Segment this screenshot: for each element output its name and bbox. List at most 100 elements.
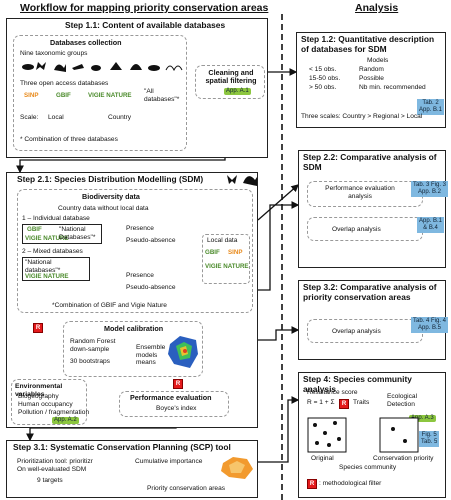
well-evaluated-sdm-label: On well-evaluated SDM [17, 466, 87, 473]
sdm-map-icon [168, 336, 198, 368]
species-community-label: Species community [339, 464, 397, 471]
priority-community-icon [379, 417, 419, 453]
performance-evaluation-title: Performance evaluation [130, 393, 212, 402]
environmental-variables-box: Environmental variables Biogeography Hum… [11, 379, 90, 425]
step12-title: Step 1.2: Quantitative description of da… [301, 34, 435, 54]
individual-db-label: 1 – Individual database [22, 215, 90, 222]
random-forest-label: Random Forest [70, 338, 116, 345]
step4-app-badge: App. A.3 [409, 415, 436, 422]
filter-marker-1: R [33, 323, 43, 333]
sinp-logo: SINP [24, 92, 39, 99]
gbif-logo: GBIF [56, 92, 71, 99]
priority-map-icon [221, 457, 253, 479]
step12-box: Step 1.2: Quantitative description of da… [296, 32, 446, 128]
legend-label: : methodological filter [319, 480, 382, 487]
country-data-label: Country data without local data [58, 205, 149, 212]
vigie-nature-logo: VIGIE NATURE [88, 92, 132, 99]
biodiversity-box: Biodiversity data Country data without l… [17, 189, 253, 313]
biodiversity-title: Biodiversity data [82, 192, 140, 201]
combination-note: *Combination of GBIF and Vigie Nature [52, 302, 167, 309]
cumulative-importance-label: Cumulative importance [135, 458, 203, 465]
env-pollution: Pollution / fragmentation [18, 409, 90, 416]
presence-label-1: Presence [126, 225, 154, 232]
databases-collection-box: Databases collection Nine taxonomic grou… [13, 35, 187, 151]
databases-collection-title: Databases collection [50, 38, 122, 47]
obs-row1-count: < 15 obs. [309, 66, 337, 73]
step4-title: Step 4: Species community analysis [303, 374, 412, 394]
perf-eval-analysis-label: Performance evaluation analysis [325, 185, 395, 200]
legend-filter-marker: R [307, 479, 317, 489]
three-scales-label: Three scales: Country > Regional > Local [301, 113, 423, 120]
original-label: Original [311, 455, 334, 462]
environmental-variables-title: Environmental variables [15, 383, 63, 398]
overlap-analysis-label-1: Overlap analysis [332, 226, 381, 233]
bootstraps-label: 30 bootstraps [70, 358, 110, 365]
grasshopper-icon [72, 64, 84, 70]
obs-row1-model: Random [359, 66, 384, 73]
taxonomic-groups-label: Nine taxonomic groups [20, 50, 88, 57]
resistance-formula: R = 1 + Σ [307, 399, 335, 406]
resistance-score-label: Resistance score [307, 389, 358, 396]
env-biogeography: Biogeography [18, 393, 59, 400]
cleaning-app-badge: App. A.1 [224, 88, 251, 95]
taxonomic-icons [22, 62, 183, 72]
sinp-logo-2: SINP [228, 249, 243, 256]
down-sample-label: down-sample [70, 346, 110, 353]
frog-icon [91, 65, 101, 71]
step4-box: Step 4: Species community analysis Resis… [298, 372, 446, 498]
butterfly-icon [36, 62, 46, 70]
fish-icon [22, 64, 34, 70]
vigie-nature-logo-4: VIGIE NATURE [205, 263, 249, 270]
bird-icon [54, 64, 66, 72]
bat-icon [130, 64, 142, 70]
national-databases-label-1: "National Databases"* [59, 226, 96, 241]
step32-box: Step 3.2: Comparative analysis of priori… [298, 280, 449, 360]
ensemble-label: Ensemble models means [136, 344, 166, 367]
step31-box: Step 3.1: Systematic Conservation Planni… [6, 440, 258, 498]
step12-tab-badge: Tab. 2 App. B.1 [417, 99, 445, 115]
env-human-occupancy: Human occupancy [18, 401, 73, 408]
overlap-analysis-box-2: Overlap analysis [307, 319, 423, 343]
cleaning-label: Cleaning and spatial filtering [205, 68, 257, 85]
detection-label: Detection [387, 401, 415, 408]
pseudo-absence-label-1: Pseudo-absence [126, 237, 176, 244]
dragonfly-icon [110, 62, 122, 70]
step21-title: Step 2.1: Species Distribution Modelling… [17, 174, 204, 184]
local-data-box: Local data GBIF SINP VIGIE NATURE [202, 234, 250, 284]
snake-icon [165, 65, 183, 72]
butterfly-bird-icon [227, 175, 257, 186]
vigie-nature-logo-3: VIGIE NATURE [25, 273, 69, 280]
obs-row2-count: 15-50 obs. [309, 75, 341, 82]
performance-evaluation-box: Performance evaluation Boyce's index [119, 391, 229, 417]
overlap-analysis-label-2: Overlap analysis [332, 328, 381, 335]
gbif-logo-2: GBIF [27, 226, 42, 233]
mixed-db-box: "National databases"* VIGIE NATURE [22, 257, 90, 281]
analysis-header: Analysis [355, 2, 399, 14]
presence-label-2: Presence [126, 272, 154, 279]
pseudo-absence-label-2: Pseudo-absence [126, 284, 176, 291]
footnote-combination: * Combination of three databases [20, 136, 118, 143]
mammal-icon [148, 65, 160, 71]
local-data-label: Local data [207, 237, 238, 244]
step21-box: Step 2.1: Species Distribution Modelling… [6, 172, 258, 428]
perf-eval-analysis-box: Performance evaluation analysis [307, 181, 423, 207]
step11-title: Step 1.1: Content of available databases [65, 20, 226, 30]
step31-title: Step 3.1: Systematic Conservation Planni… [13, 442, 231, 452]
model-calibration-box: Model calibration Random Forest down-sam… [63, 321, 203, 377]
mixed-db-label: 2 – Mixed databases [22, 248, 83, 255]
original-community-icon [307, 417, 347, 453]
prioritization-tool-label: Prioritization tool: prioritizr [17, 458, 93, 465]
obs-row2-model: Possible [359, 75, 384, 82]
scale-label: Scale: [20, 114, 39, 121]
targets-label: 9 targets [37, 477, 63, 484]
workflow-header: Workflow for mapping priority conservati… [20, 2, 269, 14]
conservation-priority-label: Conservation priority [373, 455, 434, 462]
env-app-badge: App. A.2 [52, 417, 79, 424]
overlap-analysis-box-1: Overlap analysis [307, 217, 423, 241]
open-access-label: Three open access databases [20, 80, 109, 87]
gbif-logo-4: GBIF [205, 249, 220, 256]
step32-tab: Tab. 4 Fig. 4 App. B.5 [411, 317, 449, 333]
cleaning-box: Cleaning and spatial filtering App. A.1 [195, 65, 265, 99]
individual-db-box: GBIF VIGIE NATURE "National Databases"* [22, 224, 102, 244]
ecological-label: Ecological [387, 393, 418, 400]
